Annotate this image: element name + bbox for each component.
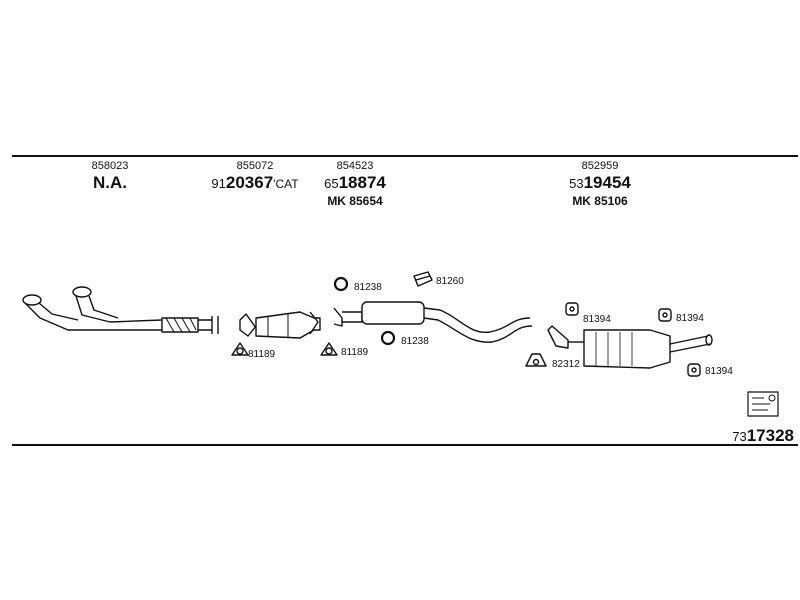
- mount-82312: [525, 353, 547, 367]
- label-81394-2: 81394: [676, 313, 704, 324]
- part-number-main: 18874: [338, 173, 386, 192]
- column-rear-silencer: 852959 5319454 MK 85106: [560, 160, 640, 209]
- rear-silencer-drawing: [547, 325, 713, 369]
- gasket-81189-right: [320, 342, 338, 356]
- label-81238-lower: 81238: [401, 336, 429, 347]
- part-number: 6518874: [315, 173, 395, 194]
- catalyst-drawing: [239, 311, 321, 339]
- part-number-suffix: 'CAT: [273, 177, 299, 191]
- hanger-81394-3: [687, 363, 701, 377]
- label-82312: 82312: [552, 359, 580, 370]
- part-number-main: 19454: [583, 173, 631, 192]
- clamp-81260: [413, 271, 433, 287]
- part-ref: 858023: [91, 160, 129, 172]
- bottom-rule: [12, 444, 798, 446]
- mounting-kit: MK 85654: [327, 194, 383, 208]
- label-81260: 81260: [436, 276, 464, 287]
- document-number: 7317328: [732, 426, 794, 446]
- ring-81238-upper: [333, 276, 349, 292]
- hanger-81394-2: [658, 308, 672, 322]
- part-ref: 852959: [581, 160, 619, 172]
- label-81189-right: 81189: [341, 347, 369, 358]
- ring-81238-lower: [380, 330, 396, 346]
- part-number-prefix: 53: [569, 176, 584, 191]
- part-ref: 854523: [336, 160, 374, 172]
- document-number-main: 17328: [746, 426, 794, 445]
- column-catalyst: 855072 9120367'CAT: [200, 160, 310, 194]
- column-front-pipe: 858023 N.A.: [80, 160, 140, 193]
- part-number-prefix: 91: [211, 176, 226, 191]
- part-number: 5319454: [560, 173, 640, 194]
- top-rule: [12, 155, 798, 157]
- part-number: N.A.: [93, 173, 127, 192]
- part-number-prefix: 65: [324, 176, 339, 191]
- mounting-kit: MK 85106: [572, 194, 628, 208]
- label-81238-upper: 81238: [354, 282, 382, 293]
- hanger-81394-1: [565, 302, 579, 316]
- symbol-box-icon: [747, 391, 779, 417]
- part-number: 9120367'CAT: [200, 173, 310, 194]
- front-pipe-drawing: [22, 286, 219, 334]
- label-81189-left: 81189: [248, 349, 276, 360]
- part-ref: 855072: [236, 160, 274, 172]
- gasket-81189-left: [231, 342, 249, 356]
- middle-silencer-drawing: [333, 301, 533, 343]
- column-middle-silencer: 854523 6518874 MK 85654: [315, 160, 395, 209]
- label-81394-3: 81394: [705, 366, 733, 377]
- document-number-prefix: 73: [732, 429, 747, 444]
- label-81394-1: 81394: [583, 314, 611, 325]
- part-number-main: 20367: [225, 173, 274, 192]
